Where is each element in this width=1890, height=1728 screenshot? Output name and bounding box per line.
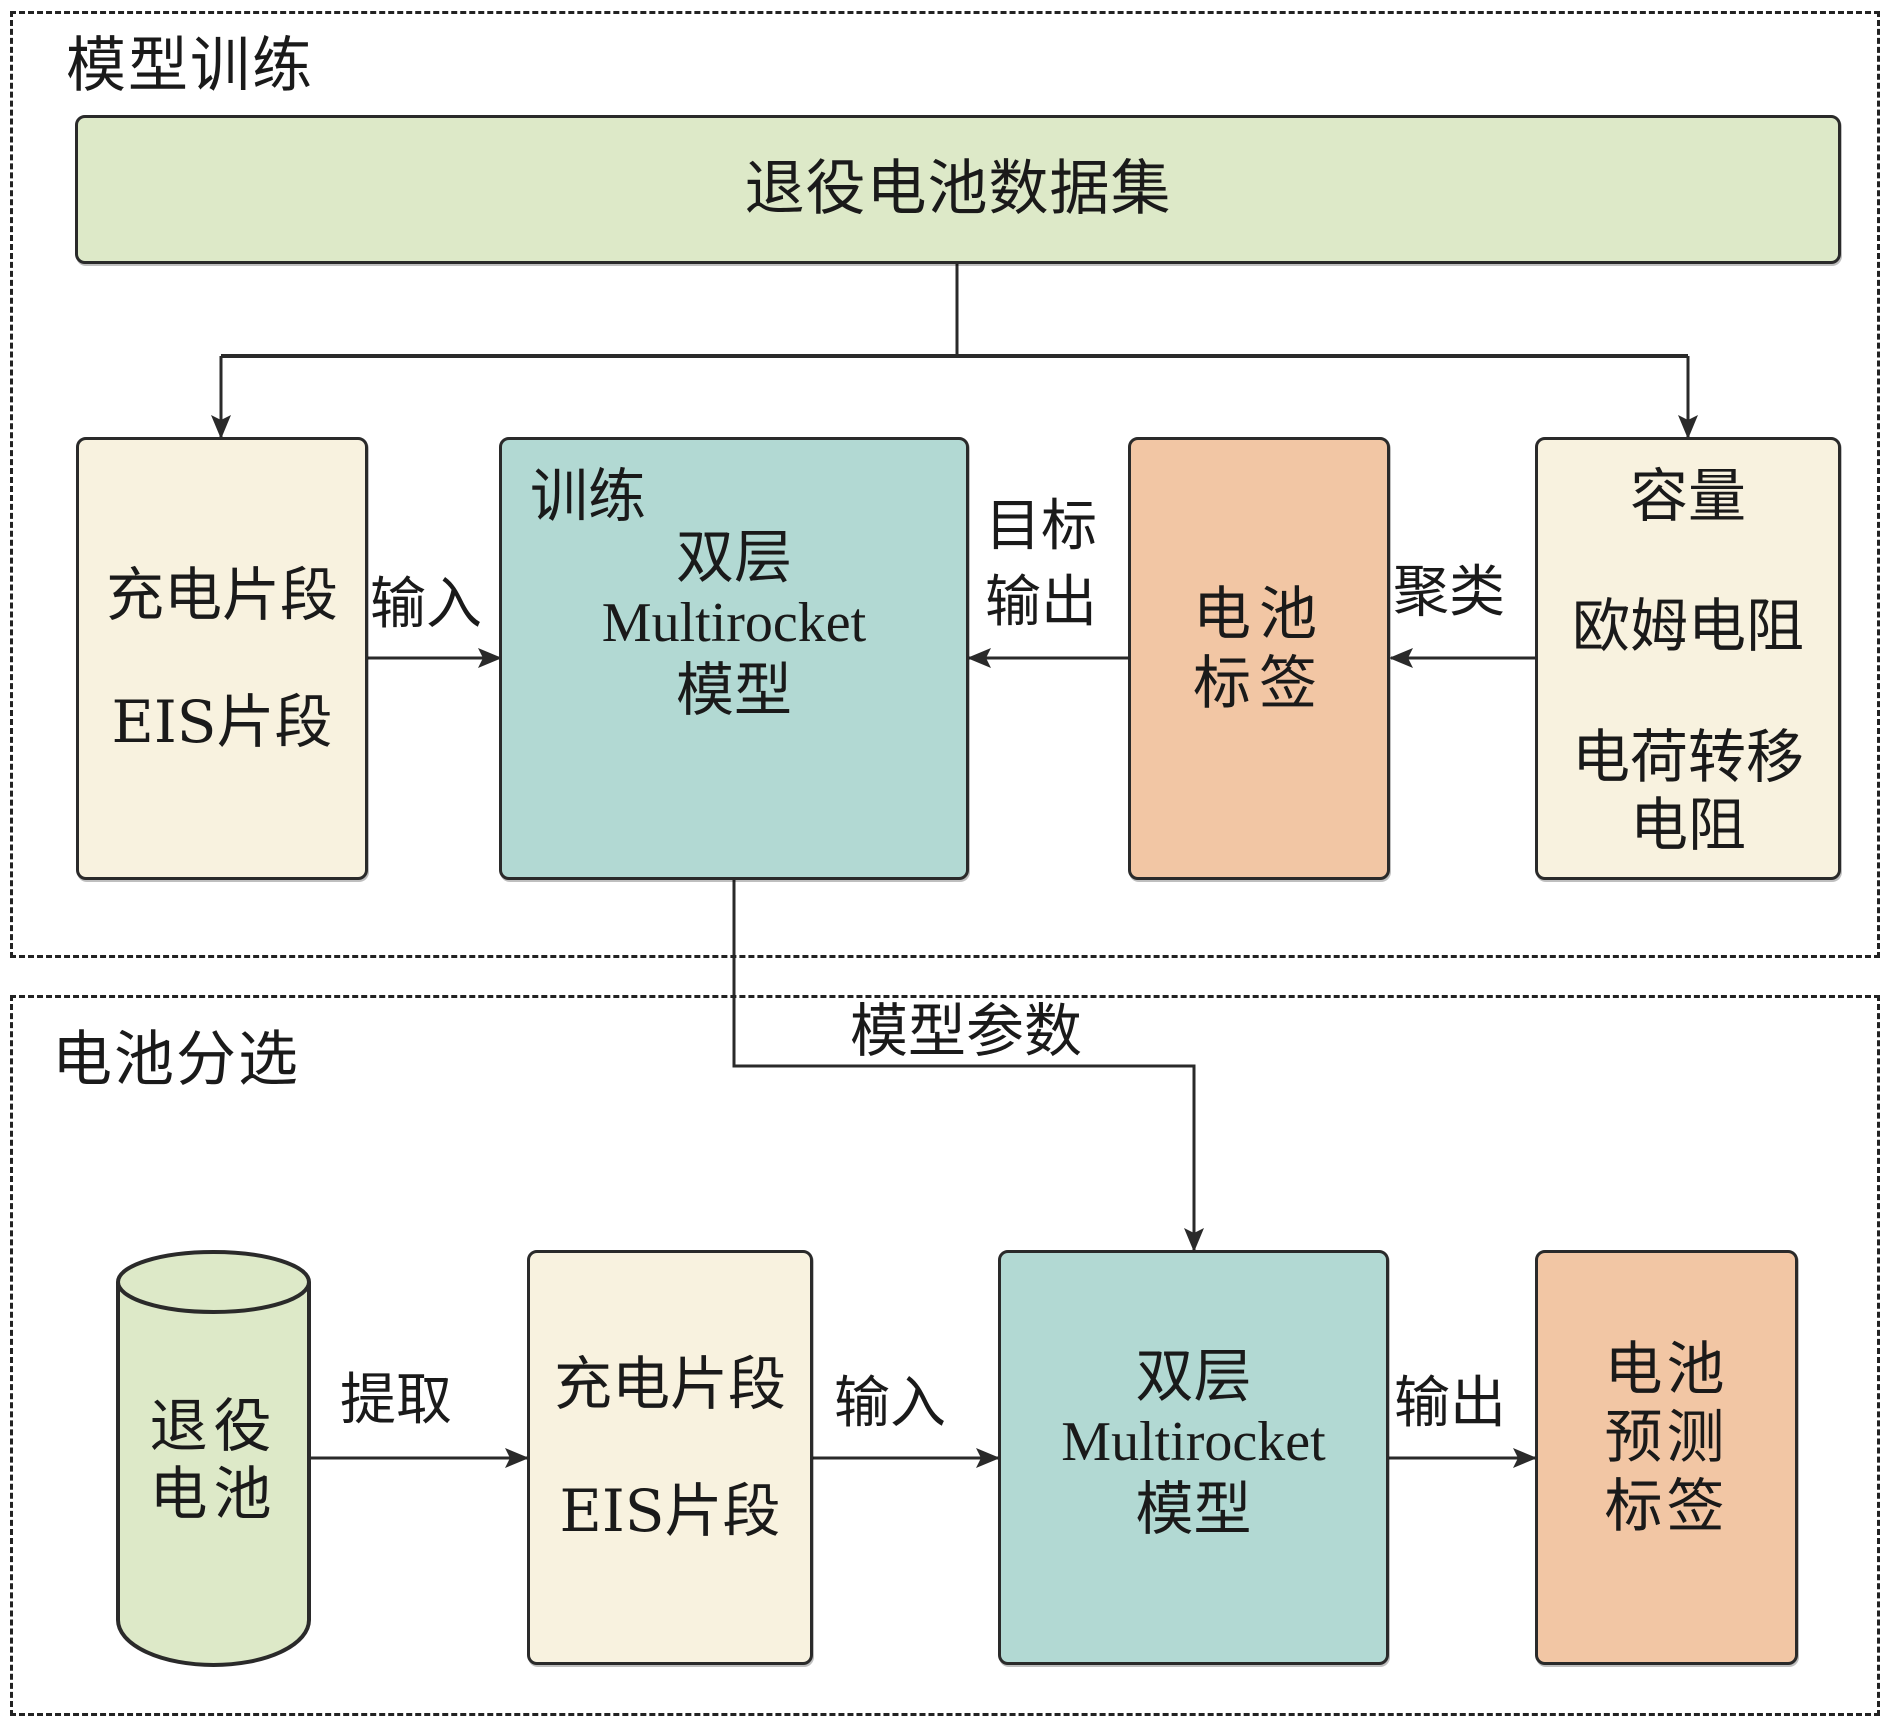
battery-line-2: 电池 bbox=[149, 1460, 278, 1528]
edge-label-input: 输入 bbox=[370, 572, 482, 637]
model-line-3: 模型 bbox=[675, 655, 792, 724]
training-section bbox=[10, 11, 1880, 958]
sorting-section-title: 电池分选 bbox=[52, 1025, 300, 1095]
edge-label-target-1: 目标 bbox=[985, 494, 1097, 559]
sort-model-line-1: 双层 bbox=[1135, 1341, 1252, 1410]
battery-label-box: 电池 标签 bbox=[1128, 437, 1390, 880]
model-line-2: Multirocket bbox=[601, 592, 867, 655]
edge-label-target-2: 输出 bbox=[985, 570, 1097, 635]
dataset-label: 退役电池数据集 bbox=[744, 154, 1172, 225]
predicted-label-line-2: 预测 bbox=[1604, 1403, 1729, 1472]
battery-features-box: 容量 欧姆电阻 电荷转移 电阻 bbox=[1535, 437, 1841, 880]
edge-label-output: 输出 bbox=[1394, 1371, 1506, 1436]
training-segments-box: 充电片段 EIS片段 bbox=[76, 437, 368, 880]
retired-battery: 退役 电池 bbox=[118, 1330, 309, 1590]
feature-charge-transfer-cont: 电阻 bbox=[1629, 791, 1746, 860]
feature-ohmic-resistance: 欧姆电阻 bbox=[1571, 592, 1804, 661]
edge-label-extract: 提取 bbox=[340, 1368, 452, 1433]
training-section-title: 模型训练 bbox=[66, 31, 314, 101]
predicted-label-line-1: 电池 bbox=[1604, 1334, 1729, 1403]
battery-line-1: 退役 bbox=[149, 1391, 278, 1460]
predicted-label-line-3: 标签 bbox=[1604, 1471, 1729, 1540]
battery-label-line-2: 标签 bbox=[1192, 648, 1325, 717]
sorting-section bbox=[10, 995, 1880, 1716]
training-model-box: 训练 双层 Multirocket 模型 bbox=[499, 437, 969, 880]
segment-eis-label: EIS片段 bbox=[111, 687, 333, 756]
segment-charge-label: 充电片段 bbox=[105, 561, 338, 630]
model-line-1: 双层 bbox=[675, 522, 792, 591]
sort-segment-charge-label: 充电片段 bbox=[553, 1350, 786, 1419]
sort-model-line-3: 模型 bbox=[1135, 1474, 1252, 1543]
dataset-box: 退役电池数据集 bbox=[75, 115, 1841, 264]
sort-segment-eis-label: EIS片段 bbox=[559, 1476, 781, 1545]
feature-charge-transfer: 电荷转移 bbox=[1571, 722, 1804, 791]
model-parameters-label: 模型参数 bbox=[850, 997, 1083, 1065]
predicted-label-box: 电池 预测 标签 bbox=[1535, 1250, 1798, 1665]
feature-capacity: 容量 bbox=[1629, 462, 1746, 530]
edge-label-sort-input: 输入 bbox=[834, 1371, 946, 1436]
training-model-corner-label: 训练 bbox=[530, 462, 647, 530]
sorting-model-box: 双层 Multirocket 模型 bbox=[998, 1250, 1389, 1665]
battery-label-line-1: 电池 bbox=[1192, 580, 1325, 649]
sort-model-line-2: Multirocket bbox=[1061, 1411, 1326, 1474]
edge-label-cluster: 聚类 bbox=[1393, 560, 1505, 625]
sorting-segments-box: 充电片段 EIS片段 bbox=[527, 1250, 813, 1665]
